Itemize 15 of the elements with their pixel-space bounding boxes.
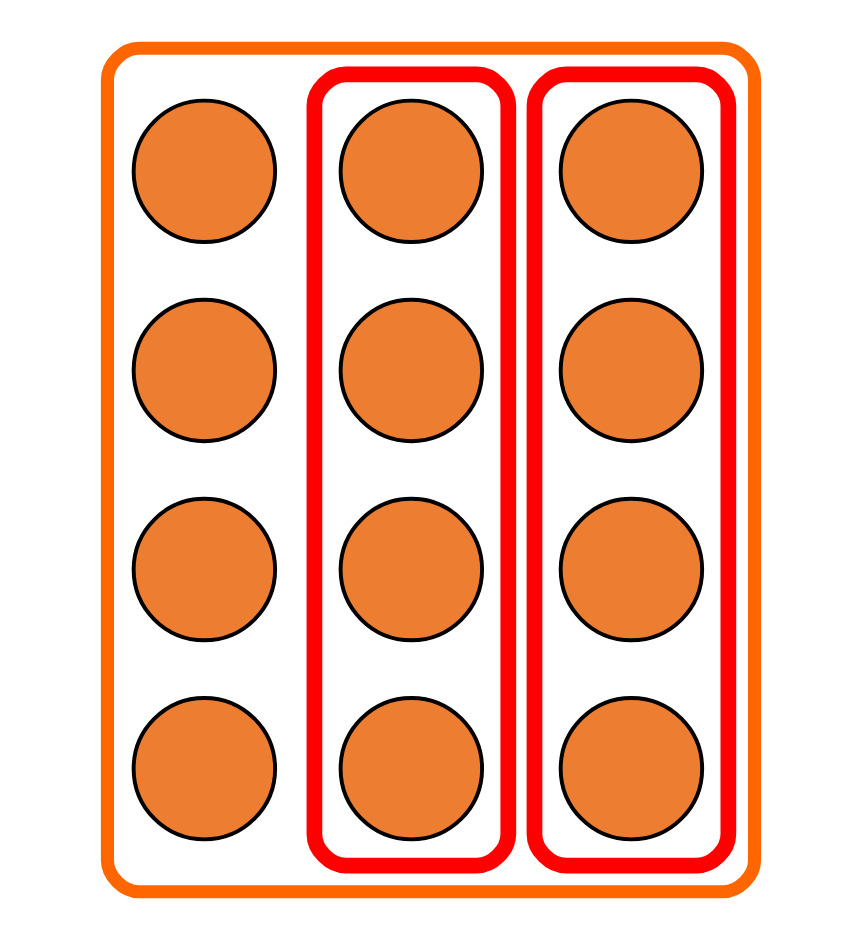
cluster — [100, 41, 762, 899]
node-circle — [131, 297, 278, 444]
node-circle — [131, 496, 278, 643]
cluster — [306, 66, 517, 874]
node-circle — [338, 98, 485, 245]
node-circle — [338, 695, 485, 842]
node-circle — [131, 695, 278, 842]
node-circle — [338, 496, 485, 643]
node-circle — [558, 496, 705, 643]
cluster — [526, 66, 737, 874]
node-circle — [558, 297, 705, 444]
node-circle — [558, 98, 705, 245]
node-circle — [558, 695, 705, 842]
node-circle — [338, 297, 485, 444]
node-circle — [131, 98, 278, 245]
